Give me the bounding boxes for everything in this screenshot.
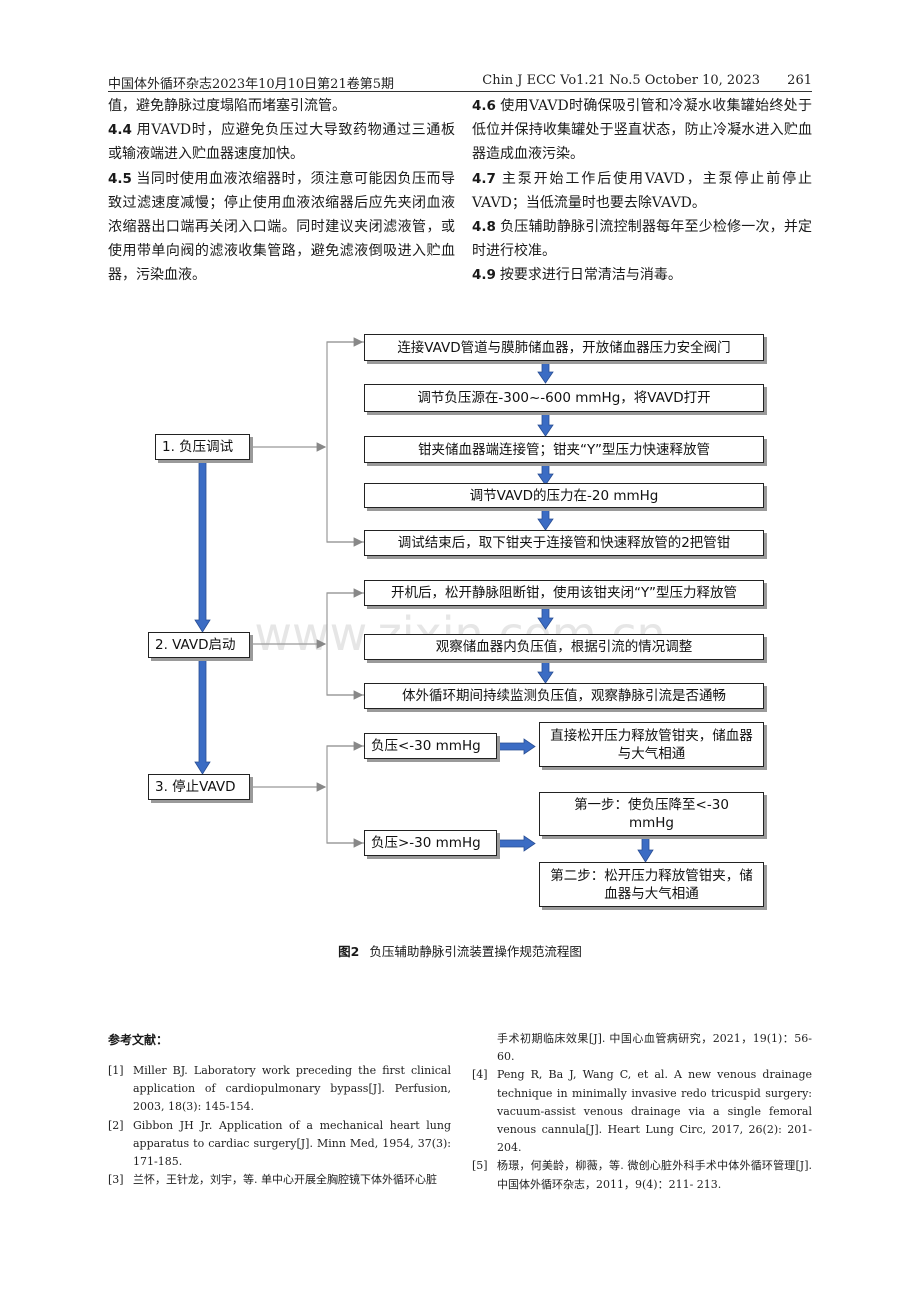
reference-text: Miller BJ. Laboratory work preceding the… <box>133 1064 451 1114</box>
reference-item: [3] 兰怀，王针龙，刘宇，等. 单中心开展全胸腔镜下体外循环心脏 <box>108 1171 451 1189</box>
header-rule <box>108 91 812 92</box>
reference-text: Peng R, Ba J, Wang C, et al. A new venou… <box>497 1068 812 1155</box>
journal-en: Chin J ECC Vo1.21 No.5 October 10, 2023 <box>482 73 760 88</box>
flowchart: www.zixin.com.cn <box>148 334 764 907</box>
references-right: 手术初期临床效果[J]. 中国心血管病研究，2021，19(1)：56-60. … <box>472 1030 812 1194</box>
page-number: 261 <box>787 73 812 88</box>
reference-text: Gibbon JH Jr. Application of a mechanica… <box>133 1118 451 1169</box>
running-header: 中国体外循环杂志2023年10月10日第21卷第5期 Chin J ECC Vo… <box>108 73 812 92</box>
reference-item: [4] Peng R, Ba J, Wang C, et al. A new ve… <box>472 1066 812 1157</box>
reference-text: 兰怀，王针龙，刘宇，等. 单中心开展全胸腔镜下体外循环心脏 <box>133 1173 437 1187</box>
stage2-bracket <box>250 588 364 700</box>
paragraph-text: 使用VAVD时确保吸引管和冷凝水收集罐始终处于低位并保持收集罐处于竖直状态，防止… <box>472 98 812 163</box>
section-number: 4.4 <box>108 122 132 139</box>
paragraph: 值，避免静脉过度塌陷而堵塞引流管。 <box>108 98 346 114</box>
section-number: 4.5 <box>108 170 132 187</box>
section-number: 4.6 <box>472 98 496 114</box>
section-number: 4.7 <box>472 170 496 187</box>
cond-b-step-1: 第一步：使负压降至<-30 mmHg <box>539 792 764 836</box>
reference-number: [1] <box>108 1064 124 1077</box>
s2-step-3: 体外循环期间持续监测负压值，观察静脉引流是否通畅 <box>364 683 764 709</box>
cond-a-box: 负压<-30 mmHg <box>364 733 497 759</box>
paragraph-text: 当同时使用血液浓缩器时，须注意可能因负压而导致过滤速度减慢；停止使用血液浓缩器后… <box>108 170 455 284</box>
paragraph-text: 用VAVD时，应避免负压过大导致药物通过三通板或输液端进入贮血器速度加快。 <box>108 122 455 163</box>
paragraph-text: 按要求进行日常清洁与消毒。 <box>499 267 682 284</box>
flowchart-connectors: www.zixin.com.cn <box>194 337 666 863</box>
cond-b-box: 负压>-30 mmHg <box>364 830 497 856</box>
step-arrows <box>496 360 654 863</box>
stage1-bracket <box>250 337 364 547</box>
journal-cn: 中国体外循环杂志2023年10月10日第21卷第5期 <box>108 77 394 92</box>
reference-item: [2] Gibbon JH Jr. Application of a mechan… <box>108 1117 451 1172</box>
cond-a-action: 直接松开压力释放管钳夹，储血器与大气相通 <box>539 722 764 767</box>
cond-b-step-2: 第二步：松开压力释放管钳夹，储血器与大气相通 <box>539 862 764 907</box>
stage-1-box: 1. 负压调试 <box>155 434 250 460</box>
reference-item: 手术初期临床效果[J]. 中国心血管病研究，2021，19(1)：56-60. <box>472 1030 812 1066</box>
reference-text: 杨璟，何美龄，柳薇，等. 微创心脏外科手术中体外循环管理[J]. 中国体外循环杂… <box>497 1159 812 1191</box>
s1-step-5: 调试结束后，取下钳夹于连接管和快速释放管的2把管钳 <box>364 530 764 556</box>
s2-step-2: 观察储血器内负压值，根据引流的情况调整 <box>364 634 764 660</box>
figure-title: 负压辅助静脉引流装置操作规范流程图 <box>369 944 582 959</box>
figure-caption: 图2 负压辅助静脉引流装置操作规范流程图 <box>0 941 920 960</box>
reference-number: [3] <box>108 1173 124 1187</box>
s1-step-2: 调节负压源在-300~-600 mmHg，将VAVD打开 <box>364 384 764 412</box>
reference-number: [2] <box>108 1118 124 1132</box>
reference-item: [5] 杨璟，何美龄，柳薇，等. 微创心脏外科手术中体外循环管理[J]. 中国体外… <box>472 1157 812 1193</box>
reference-number: [5] <box>472 1159 488 1173</box>
s1-step-1: 连接VAVD管道与膜肺储血器，开放储血器压力安全阀门 <box>364 334 764 361</box>
section-number: 4.9 <box>472 267 496 284</box>
s2-step-1: 开机后，松开静脉阻断钳，使用该钳夹闭“Y”型压力释放管 <box>364 580 764 606</box>
reference-text: 手术初期临床效果[J]. 中国心血管病研究，2021，19(1)：56-60. <box>497 1032 812 1064</box>
stage-arrows <box>194 459 211 775</box>
stage-2-box: 2. VAVD启动 <box>148 632 250 658</box>
reference-number: [4] <box>472 1068 488 1082</box>
paragraph-text: 负压辅助静脉引流控制器每年至少检修一次，并定时进行校准。 <box>472 219 812 260</box>
stage-3-box: 3. 停止VAVD <box>148 774 250 800</box>
reference-item: [1] Miller BJ. Laboratory work preceding … <box>108 1062 451 1117</box>
section-number: 4.8 <box>472 219 496 236</box>
references-title: 参考文献： <box>108 1033 169 1047</box>
stage3-bracket <box>250 741 364 848</box>
s1-step-3: 钳夹储血器端连接管；钳夹“Y”型压力快速释放管 <box>364 436 764 463</box>
figure-label: 图2 <box>338 944 360 959</box>
references-left: [1] Miller BJ. Laboratory work preceding … <box>108 1062 451 1189</box>
s1-step-4: 调节VAVD的压力在-20 mmHg <box>364 483 764 508</box>
paragraph-text: 主泵开始工作后使用VAVD，主泵停止前停止VAVD；当低流量时也要去除VAVD。 <box>472 170 812 211</box>
